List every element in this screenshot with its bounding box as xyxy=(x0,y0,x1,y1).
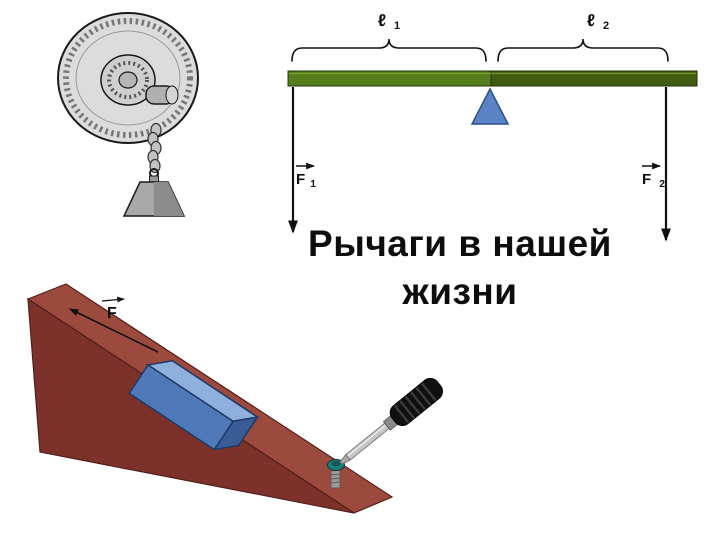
length-label-2-sub: 2 xyxy=(603,20,609,32)
pulley-icon xyxy=(57,12,199,217)
slide-title: Рычаги в нашей жизни xyxy=(250,220,670,316)
slide-title-line2: жизни xyxy=(402,271,518,313)
pulley-hub-texture xyxy=(107,61,149,99)
pulley-axle-end xyxy=(165,85,179,105)
block-front-face xyxy=(128,363,235,451)
screw-thread xyxy=(330,477,341,480)
force-label-2: F 2 xyxy=(642,171,665,190)
lever-diagram: ℓ 1 ℓ 2 F 1 F xyxy=(287,11,698,242)
force-label-2-base: F xyxy=(642,171,651,188)
screw-head-top xyxy=(331,460,341,467)
handle-rib xyxy=(399,400,416,419)
handle-rib xyxy=(409,391,426,411)
screwdriver-icon xyxy=(339,377,443,465)
pulley-rim-inner xyxy=(75,30,181,126)
length-label-1-sub: 1 xyxy=(394,20,400,32)
fulcrum-triangle xyxy=(470,87,510,125)
handle-ribs xyxy=(393,382,437,424)
screw-thread xyxy=(330,473,341,476)
pulley-hub-center xyxy=(118,71,138,89)
slide-title-line1: Рычаги в нашей xyxy=(308,223,612,264)
weight-shading xyxy=(154,182,184,216)
handle-rib xyxy=(420,382,437,402)
force-label-1-base: F xyxy=(296,171,305,188)
length-label-2: ℓ 2 xyxy=(587,11,609,32)
screwdriver-handle xyxy=(389,377,443,426)
incline-force-arrow xyxy=(68,308,159,353)
screwdriver-shaft xyxy=(345,422,390,461)
handle-rib xyxy=(415,386,432,406)
force-label-2-sub: 2 xyxy=(659,179,665,190)
brace-left xyxy=(291,38,487,62)
inclined-plane-icon: F xyxy=(26,283,394,514)
force-label-1-sub: 1 xyxy=(310,179,316,190)
handle-rib xyxy=(404,395,421,415)
screw-thread xyxy=(330,481,341,484)
shaft-highlight xyxy=(347,425,386,457)
lever-bar-right xyxy=(490,70,698,87)
vector-mark-f xyxy=(101,296,125,303)
length-label-1-base: ℓ xyxy=(378,11,386,30)
rope-strand xyxy=(147,122,162,174)
force-label-1: F 1 xyxy=(296,171,316,190)
block-on-slope xyxy=(128,359,260,451)
brace-right xyxy=(497,38,669,62)
length-label-2-base: ℓ xyxy=(587,11,595,30)
handle-rib xyxy=(393,404,410,424)
incline-force-label: F xyxy=(107,305,117,322)
pulley-rope-ring xyxy=(63,18,193,138)
length-label-1: ℓ 1 xyxy=(378,11,400,32)
